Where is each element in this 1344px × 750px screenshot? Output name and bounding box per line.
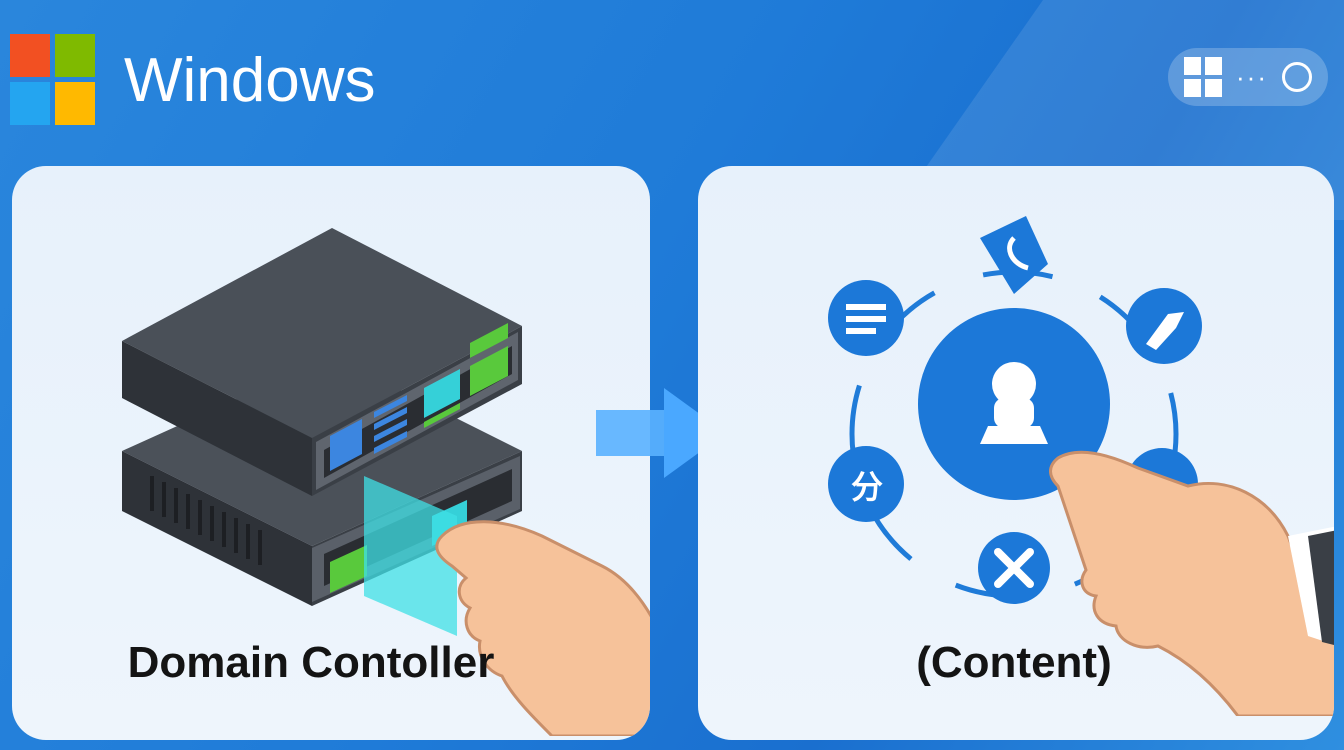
sync-icon[interactable]	[1281, 62, 1312, 92]
user-icon	[980, 362, 1048, 444]
arrow-right-icon	[596, 388, 726, 478]
panel-caption-right: (Content)	[916, 638, 1112, 687]
windows-logo: Windows	[10, 34, 376, 126]
top-right-toolbar[interactable]: ···	[1168, 48, 1328, 106]
windows-flag-icon	[10, 34, 96, 126]
pointing-hand-right	[1049, 450, 1334, 716]
panel-caption-left: Domain Contoller	[127, 638, 495, 687]
orbit-diagram	[828, 216, 1202, 604]
ellipsis-icon[interactable]: ···	[1236, 62, 1268, 92]
pointing-hand-left	[435, 520, 650, 736]
server-illustration	[122, 228, 522, 636]
phone-icon	[980, 216, 1048, 294]
brand-title: Windows	[124, 45, 376, 115]
content-panel: 分 (Content)	[698, 166, 1334, 740]
domain-controller-panel: Domain Contoller	[12, 166, 650, 740]
orbit-glyph: 分	[850, 468, 883, 506]
windows-icon[interactable]	[1184, 57, 1222, 97]
share-icon	[828, 446, 904, 522]
